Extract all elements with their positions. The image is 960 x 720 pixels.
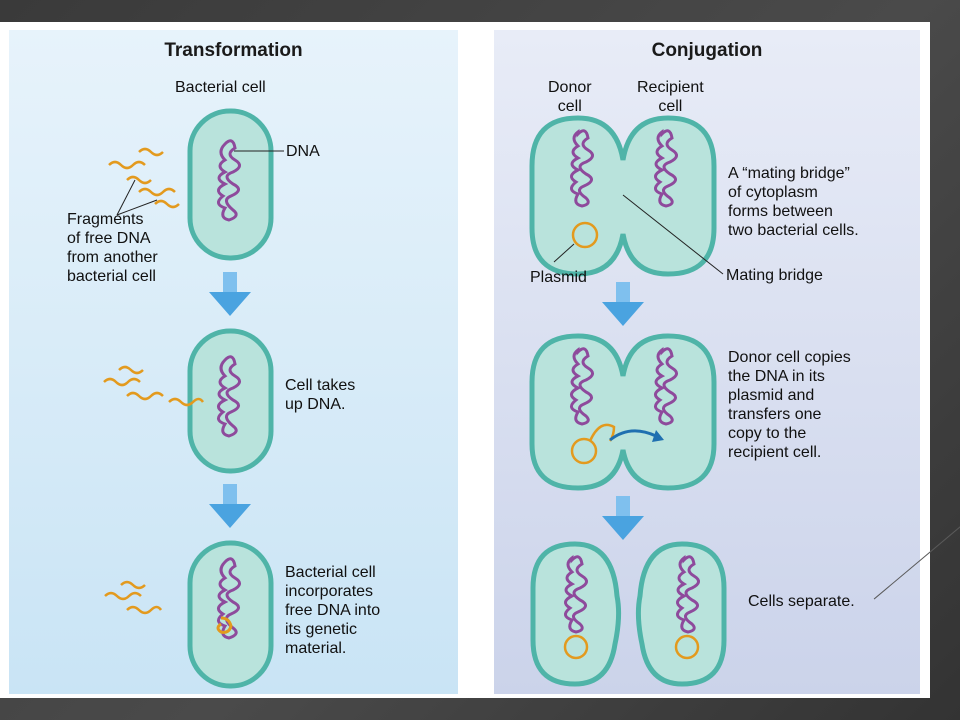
transformation-panel: Transformation Bacterial cell [9, 30, 458, 694]
bacterial-cell-2 [187, 328, 274, 474]
separated-recipient-plasmid [674, 634, 700, 660]
cells-separate-label: Cells separate. [748, 593, 855, 610]
bacterial-cell-label: Bacterial cell [175, 79, 266, 96]
mating-bridge-pointer-line [622, 194, 724, 275]
fragments-pointer-lines [116, 179, 158, 216]
transformation-illustration [103, 108, 284, 689]
chromosome-3 [217, 557, 241, 640]
transfer-arrow [609, 429, 657, 442]
conjugating-cells-1 [529, 115, 717, 277]
down-arrow-1 [209, 272, 251, 316]
fragments-label: Fragments of free DNA from another bacte… [67, 211, 158, 285]
conjugation-panel: Conjugation Donor cell Recipient cell [494, 30, 920, 694]
mating-bridge-label: Mating bridge [726, 267, 823, 284]
plasmid-pointer-line [553, 243, 575, 263]
separated-recipient-cell [635, 541, 727, 687]
takes-up-dna-label: Cell takes up DNA. [285, 377, 356, 413]
donor-chromosome-2 [570, 346, 594, 426]
transfer-arrowhead [652, 430, 664, 442]
conjugating-cells-2 [529, 333, 717, 491]
chromosome-2 [217, 355, 241, 438]
donor-chromosome-1 [570, 128, 594, 208]
copies-plasmid-label: Donor cell copies the DNA in its plasmid… [728, 349, 851, 461]
conjugation-illustration [529, 115, 727, 687]
separated-donor-plasmid [563, 634, 589, 660]
plasmid-2 [570, 437, 598, 465]
dna-label: DNA [286, 143, 320, 160]
bacterial-cell-1 [187, 108, 274, 261]
transformation-title: Transformation [164, 40, 303, 61]
incorporated-dna [216, 616, 233, 634]
conjugation-title: Conjugation [651, 40, 763, 61]
recipient-chromosome-2 [654, 346, 678, 426]
mating-bridge-description: A “mating bridge” of cytoplasm forms bet… [728, 165, 859, 239]
down-arrow-2 [209, 484, 251, 528]
slide: Transformation Bacterial cell [0, 22, 930, 698]
down-arrow-4 [602, 496, 644, 540]
plasmid-label: Plasmid [530, 269, 587, 286]
separated-donor-chromosome [564, 554, 588, 634]
separated-recipient-chromosome [676, 554, 700, 634]
free-dna-fragments-3 [104, 580, 163, 615]
donor-cell-label: Donor cell [548, 79, 592, 115]
recipient-cell-label: Recipient cell [637, 79, 704, 115]
incorporates-label: Bacterial cell incorporates free DNA int… [285, 564, 381, 657]
plasmid-1 [571, 221, 599, 249]
free-dna-fragments [108, 147, 180, 209]
free-dna-fragments-2 [103, 365, 205, 407]
down-arrow-3 [602, 282, 644, 326]
recipient-chromosome-1 [654, 128, 678, 208]
chromosome-1 [217, 139, 241, 222]
